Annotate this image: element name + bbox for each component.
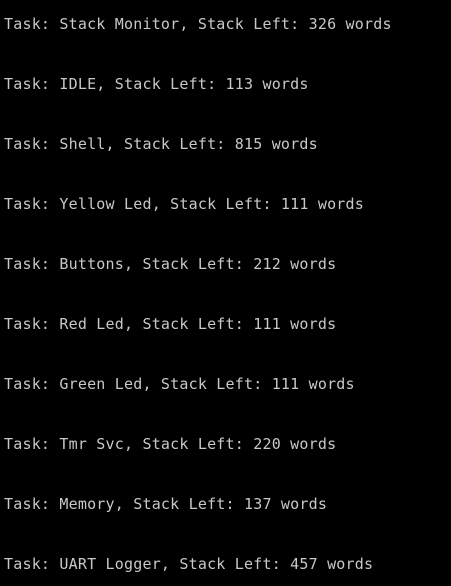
terminal-line: Task: Tmr Svc, Stack Left: 220 words [4, 435, 337, 453]
terminal-line: Task: Stack Monitor, Stack Left: 326 wor… [4, 15, 392, 33]
terminal-line: Task: UART Logger, Stack Left: 457 words [4, 555, 374, 573]
terminal-line: Task: Green Led, Stack Left: 111 words [4, 375, 355, 393]
terminal-line: Task: Shell, Stack Left: 815 words [4, 135, 318, 153]
terminal-line: Task: Yellow Led, Stack Left: 111 words [4, 195, 364, 213]
terminal-line: Task: Buttons, Stack Left: 212 words [4, 255, 337, 273]
terminal-line: Task: Red Led, Stack Left: 111 words [4, 315, 337, 333]
terminal-line: Task: IDLE, Stack Left: 113 words [4, 75, 309, 93]
terminal-line: Task: Memory, Stack Left: 137 words [4, 495, 328, 513]
